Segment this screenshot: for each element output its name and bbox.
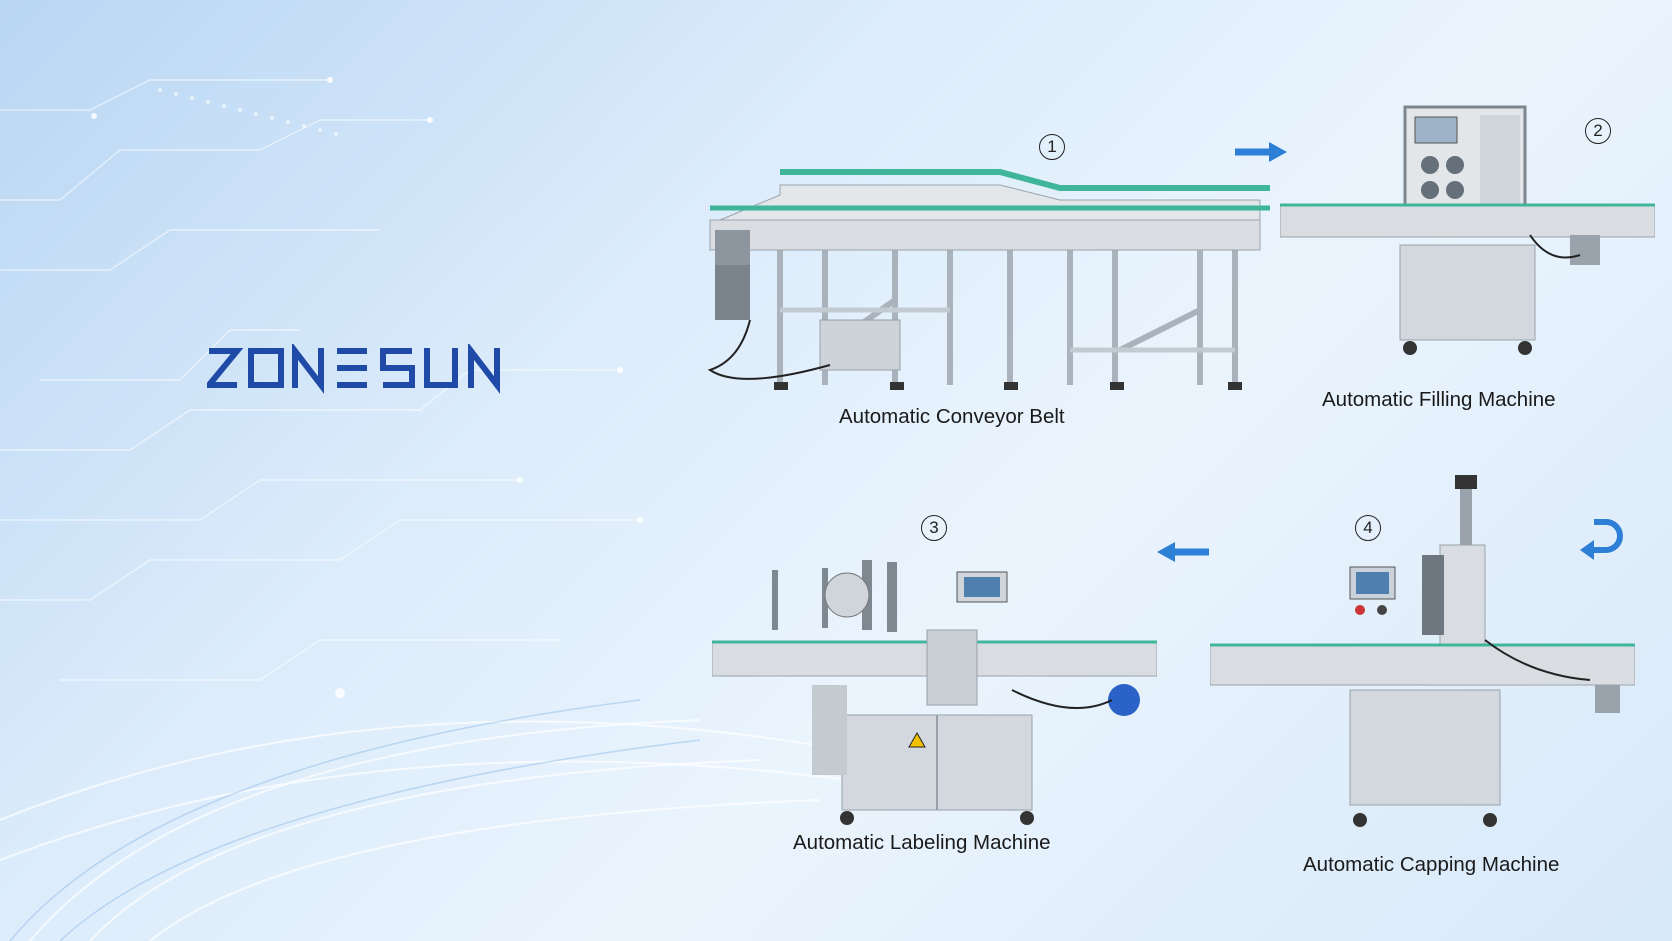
step-label-2: Automatic Filling Machine	[1322, 388, 1556, 411]
zonesun-logo	[207, 344, 507, 394]
step-number-1: 1	[1039, 134, 1065, 160]
labeling-machine	[712, 560, 1157, 825]
filling-machine	[1280, 105, 1655, 355]
step-label-1: Automatic Conveyor Belt	[839, 405, 1065, 428]
step-number-2: 2	[1585, 118, 1611, 144]
arrow-return-icon	[1580, 519, 1623, 560]
step-number-4: 4	[1355, 515, 1381, 541]
arrow-right-icon	[1235, 142, 1287, 162]
step-label-4: Automatic Capping Machine	[1303, 853, 1560, 876]
capping-machine	[1210, 475, 1635, 827]
zonesun-logo-graphic	[207, 344, 500, 394]
conveyor-belt-machine	[707, 169, 1270, 390]
step-label-3: Automatic Labeling Machine	[793, 831, 1051, 854]
arrow-left-icon	[1157, 542, 1209, 562]
step-number-3: 3	[921, 515, 947, 541]
